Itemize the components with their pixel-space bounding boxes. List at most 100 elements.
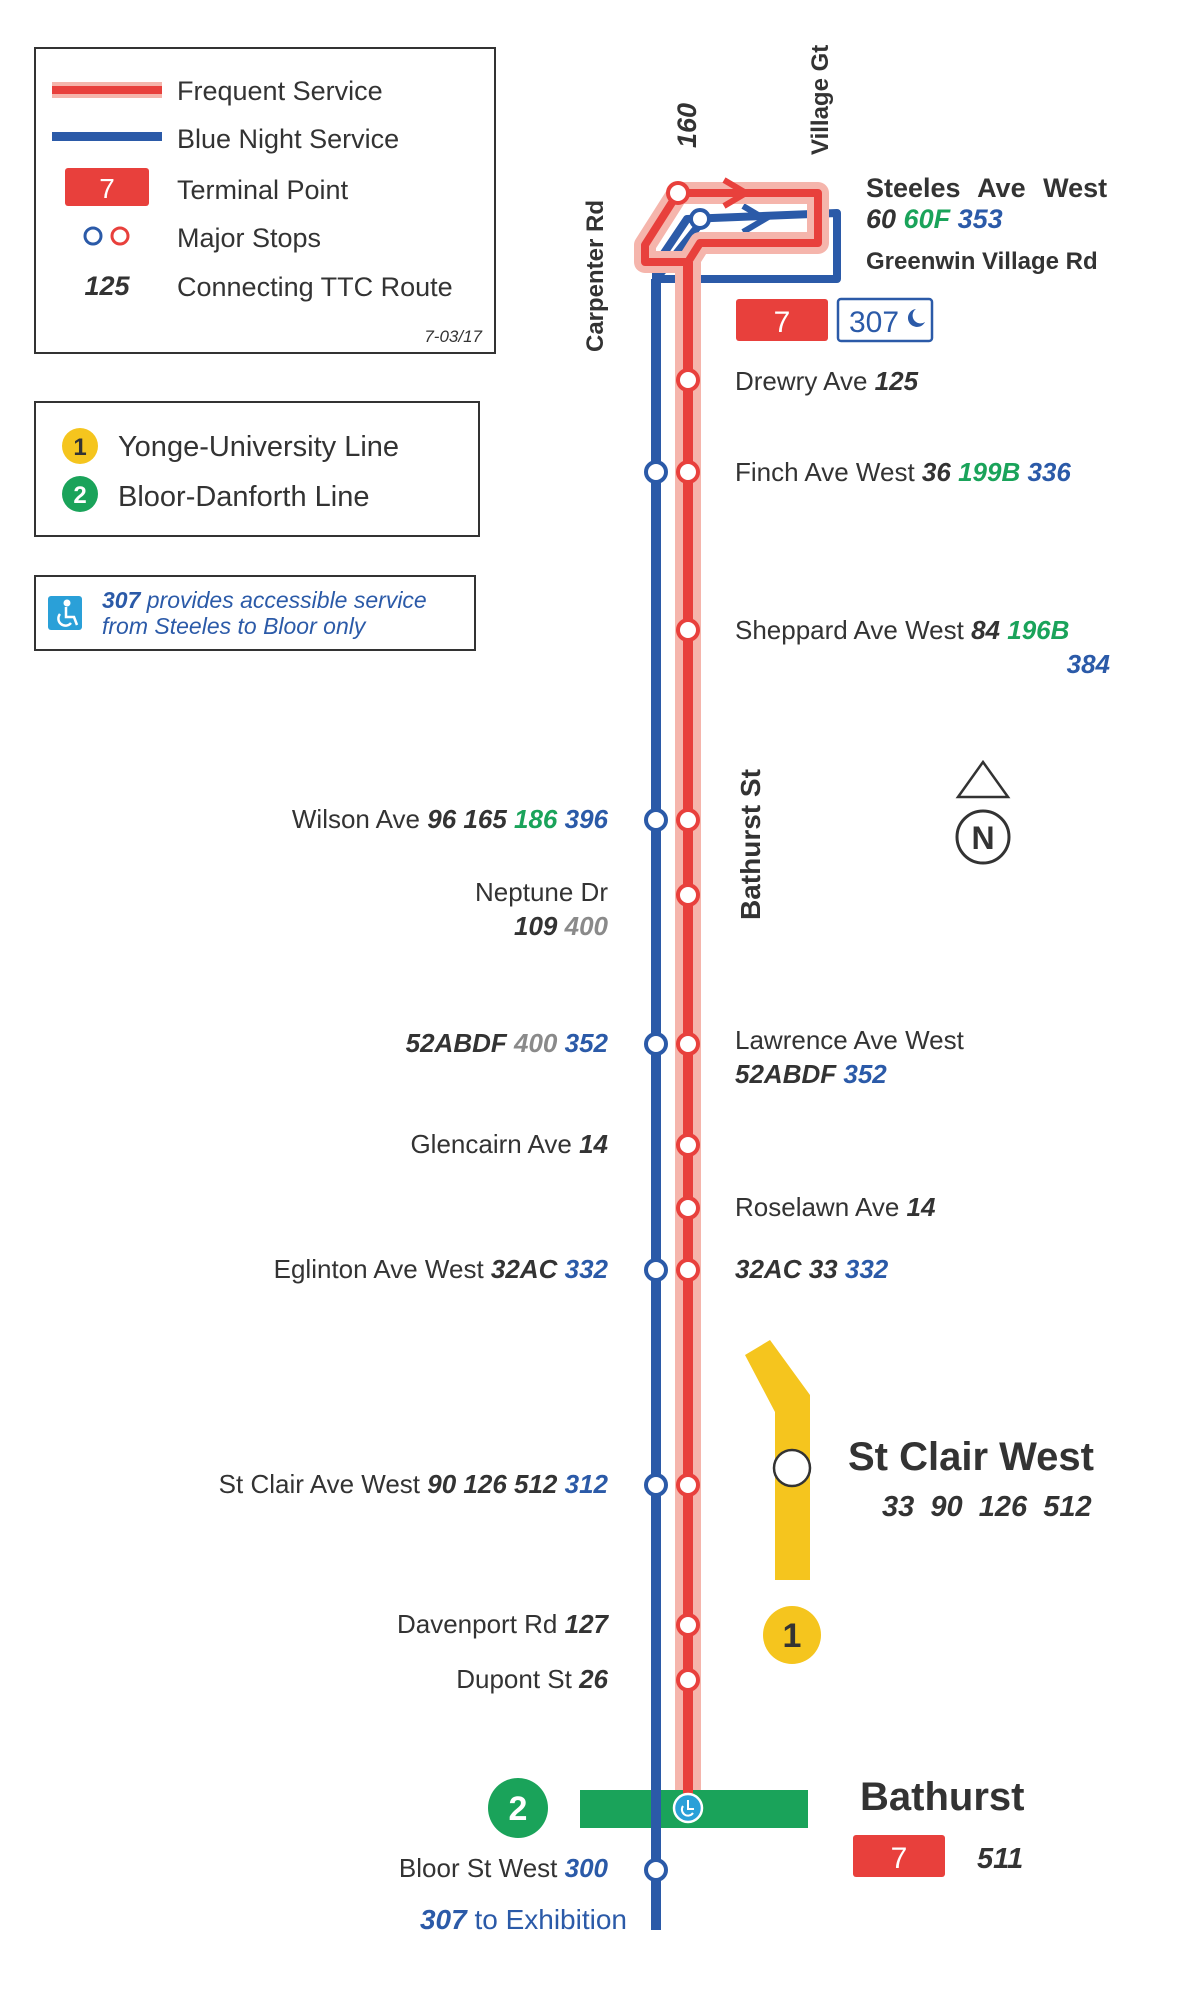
stop-label-finch: Finch Ave West 36 199B 336 [735,457,1071,487]
stop-lawrence-red [676,1032,700,1056]
blue-night-swatch [52,132,162,141]
north-arrow-icon [955,759,1011,799]
terminal-route: 60F [896,204,952,234]
accessible-note-text: provides accessible service [140,587,426,613]
stop-wilson-blue [644,808,668,832]
red-direction-arrow-icon [722,177,752,209]
stop-label-neptune-route: 400 [557,911,608,941]
north-circle-icon [955,809,1011,865]
stop-dupont-red [676,1668,700,1692]
stop-label-lawrence: Lawrence Ave West [735,1025,965,1055]
terminal-badge [736,299,828,341]
stop-neptune-red [676,883,700,907]
stop-davenport-red [676,1613,700,1637]
terminal-route: 60 [866,204,896,234]
stop-label-lawrence-name: Lawrence Ave West [735,1025,965,1055]
station-st-clair-west-name: St Clair West [848,1435,1094,1479]
station-bathurst-name: Bathurst [860,1775,1024,1819]
stop-label-eglinton-route: 32AC [735,1254,803,1284]
legend: Frequent Service Blue Night Service 7 Te… [34,47,496,354]
legend-date: 7-03/17 [424,327,482,346]
stop-label-eglinton-name: Eglinton Ave West [274,1254,485,1284]
moon-icon [907,309,925,327]
street-bathurst-st: Bathurst St [735,769,766,920]
station-bathurst-badge-text: 7 [891,1842,908,1875]
terminal-route: 353 [950,204,1003,234]
stop-label-wilson-route: 186 [507,804,558,834]
stop-label-stclair-route: 512 [507,1469,558,1499]
stop-stclair-blue [644,1473,668,1497]
line-1-icon [62,428,98,464]
bathurst-station-accessible-glyph [680,1800,694,1817]
stop-label-bloor-route: 300 [557,1853,608,1883]
stop-label-sheppard-route: 84 [964,615,1001,645]
terminal-badge-text: 7 [774,306,791,339]
accessible-note-route: 307 [102,587,142,613]
stop-label-sheppard-routes: 384 [1067,649,1111,679]
station-bathurst-routes: 511 [977,1843,1023,1875]
exhibition-label: 307 to Exhibition [420,1904,627,1935]
line-1-label: Yonge-University Line [118,431,399,463]
stop-label-lawrence-routes: 52ABDF 352 [735,1059,887,1089]
stop-label-finch-route: 36 [915,457,952,487]
stop-label-lawrence-route: 52ABDF [406,1028,508,1058]
exhibition-route: 307 [420,1904,468,1935]
stop-label-eglinton-route: 32AC [484,1254,559,1284]
stop-label-lawrence-route: 400 [507,1028,558,1058]
terminal-night-badge [836,297,934,343]
stop-label-stclair-name: St Clair Ave West [219,1469,421,1499]
stop-label-eglinton-route: 33 [801,1254,838,1284]
stop-sheppard-red [676,618,700,642]
stop-label-roselawn-name: Roselawn Ave [735,1192,899,1222]
street-village-gt: Village Gt [807,45,834,155]
stop-label-sheppard-route: 384 [1067,649,1111,679]
station-line-2-num: 2 [509,1790,528,1828]
stop-label-finch-name: Finch Ave West [735,457,915,487]
terminal-stop-red [666,181,690,205]
stop-label-wilson-left: Wilson Ave 96 165 186 396 [292,804,609,834]
station-line-1-num: 1 [783,1617,802,1655]
stop-label-eglinton-right: 32AC 33 332 [735,1254,889,1284]
stop-label-dupont-name: Dupont St [456,1664,572,1694]
stop-label-lawrence-route: 52ABDF [735,1059,837,1089]
line-1-segment: 1 [745,1340,821,1664]
street-route-160: 160 [672,103,702,148]
legend-connecting-label: Connecting TTC Route [177,272,453,302]
exhibition-text: to Exhibition [467,1904,627,1935]
stop-label-wilson-route: 396 [557,804,608,834]
stop-label-eglinton-left: Eglinton Ave West 32AC 332 [274,1254,609,1284]
stop-label-eglinton-route: 332 [838,1254,889,1284]
stop-label-wilson-name: Wilson Ave [292,804,420,834]
north-arrow: N [955,759,1011,865]
north-label: N [971,820,994,856]
legend-terminal-label: Terminal Point [177,175,349,205]
terminal-point-badge-text: 7 [99,173,115,204]
stop-label-wilson-route: 96 [420,804,457,834]
terminal-routes: 60 60F 353 [866,204,1003,234]
stop-stclair-red [676,1473,700,1497]
accessible-note: 307 provides accessible service from Ste… [34,575,476,651]
stop-label-neptune-name: Neptune Dr [475,877,608,907]
accessible-note-line-2: from Steeles to Bloor only [102,613,367,639]
stop-label-wilson-route: 165 [456,804,507,834]
stop-markers [644,368,700,1882]
stop-label-stclair-route: 126 [456,1469,507,1499]
major-stop-red-icon [110,226,130,246]
blue-direction-arrow-icon [741,203,771,235]
stop-label-glencairn-left: Glencairn Ave 14 [410,1129,608,1159]
stop-label-drewry-name: Drewry Ave [735,366,867,396]
legend-major-stops-label: Major Stops [177,223,321,253]
station-line-2-icon [488,1778,548,1838]
stop-label-stclair-route: 90 [420,1469,457,1499]
stop-label-bloor-name: Bloor St West [399,1853,558,1883]
terminal-night-badge-text: 307 [849,306,899,339]
line-2-icon [62,476,98,512]
stop-glencairn-red [676,1133,700,1157]
stop-label-lawrence-route: 352 [836,1059,887,1089]
stop-label-davenport-left: Davenport Rd 127 [397,1609,610,1639]
wheelchair-icon-body [57,607,79,627]
stop-label-davenport-name: Davenport Rd [397,1609,557,1639]
station-line-1-icon [763,1606,821,1664]
